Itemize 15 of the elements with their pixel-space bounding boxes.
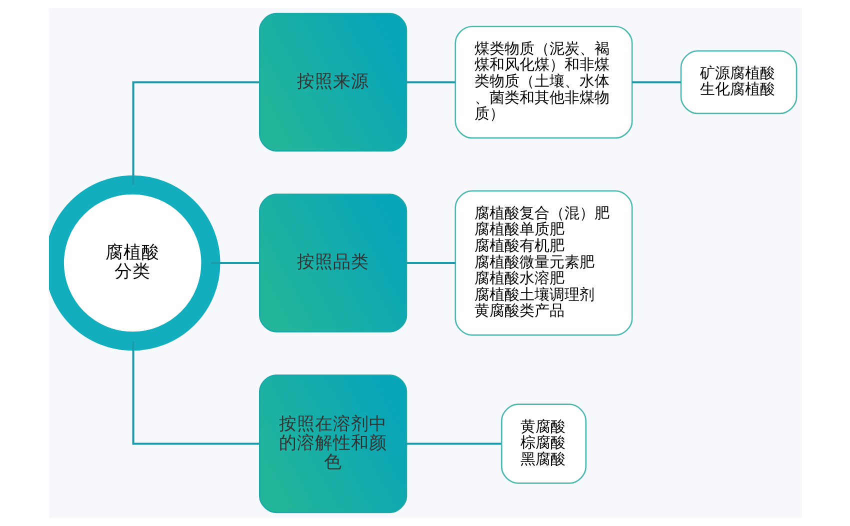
connector [132,341,259,445]
node-box: 矿源腐植酸 生化腐植酸 [680,50,797,114]
connector [406,81,455,84]
connector [632,81,680,84]
node-box: 按照品类 [258,194,407,332]
connector [210,262,259,264]
node-circle: 腐植酸分类 [48,175,220,351]
connector [132,81,259,185]
connector [406,262,455,264]
node-box: 按照来源 [258,12,407,152]
node-box: 按照在溶剂中的溶解性和颜色 [258,374,407,514]
connector [406,442,501,445]
node-box: 煤类物质（泥炭、褐煤和风化煤）和非煤类物质（土壤、水体、菌类和其他非煤物质） [454,26,632,139]
node-box: 腐植酸复合（混）肥 腐植酸单质肥 腐植酸有机肥 腐植酸微量元素肥 腐植酸水溶肥 腐植酸土壤调理剂 黄腐酸类产品 [454,190,632,336]
node-box: 黄腐酸 棕腐酸 黑腐酸 [500,404,586,484]
